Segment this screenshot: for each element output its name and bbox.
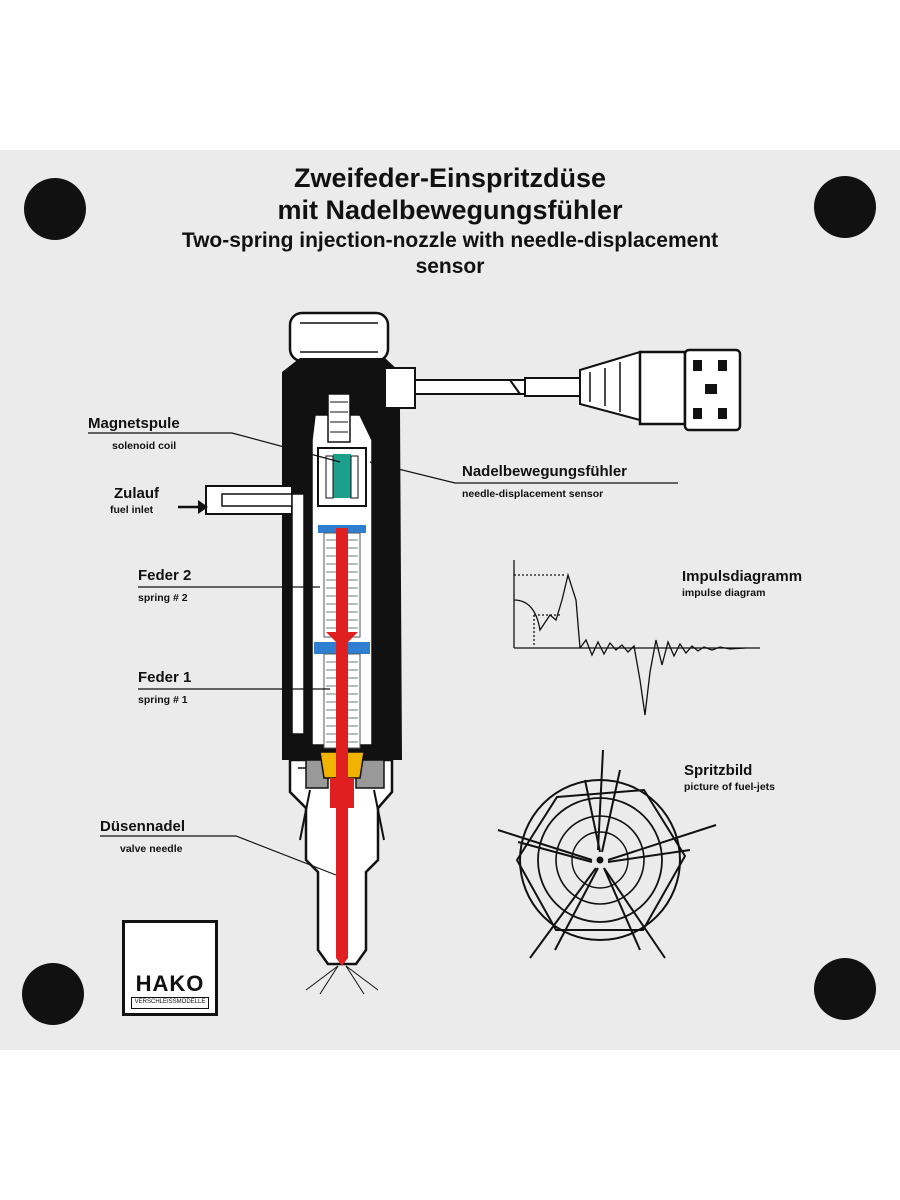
title-english-line-1: Two-spring injection-nozzle with needle-…: [181, 229, 719, 252]
label-fuel-jet-picture: Spritzbild picture of fuel-jets: [684, 762, 775, 794]
label-en: impulse diagram: [682, 587, 766, 599]
label-de: Feder 2: [138, 567, 192, 584]
label-de: Düsennadel: [100, 818, 186, 835]
connector-plug: [638, 348, 742, 432]
title-german-line-2: mit Nadelbewegungsfühler: [277, 195, 623, 225]
label-impulse-diagram: Impulsdiagramm impulse diagram: [682, 568, 802, 600]
display-board: [0, 150, 900, 1050]
nozzle-cap: [288, 311, 390, 363]
mounting-hole-bottom-right: [814, 958, 876, 1020]
mounting-hole-top-right: [814, 176, 876, 238]
label-en: solenoid coil: [112, 440, 177, 452]
label-de: Impulsdiagramm: [682, 568, 803, 585]
fuel-inlet-pipe: [178, 485, 305, 735]
label-needle-displacement-sensor: Nadelbewegungsfühler needle-displacement…: [462, 463, 627, 501]
needle-displacement-sensor: [333, 454, 351, 498]
leader-lines: [88, 432, 678, 876]
title-german-line-1: Zweifeder-Einspritzdüse: [293, 163, 607, 193]
logo-name: HAKO: [135, 971, 205, 996]
label-de: Feder 1: [138, 669, 192, 686]
label-de: Nadelbewegungsfühler: [462, 463, 628, 480]
label-spring-2: Feder 2 spring # 2: [138, 567, 191, 605]
mounting-hole-bottom-left: [22, 963, 84, 1025]
label-spring-1: Feder 1 spring # 1: [138, 669, 191, 707]
title-english-line-2: sensor: [415, 255, 485, 278]
label-en: needle-displacement sensor: [462, 488, 604, 500]
label-solenoid-coil: Magnetspule solenoid coil: [88, 415, 180, 453]
label-en: fuel inlet: [110, 504, 154, 516]
fuel-jet-pattern: [497, 749, 717, 959]
mounting-hole-top-left: [24, 178, 86, 240]
logo-subtitle: VERSCHLEISSMODELLE: [131, 997, 209, 1009]
impulse-diagram: [513, 560, 760, 716]
label-fuel-inlet: Zulauf fuel inlet: [110, 485, 159, 517]
label-de: Spritzbild: [684, 762, 753, 779]
hako-logo: HAKO VERSCHLEISSMODELLE: [122, 920, 218, 1016]
label-de: Magnetspule: [88, 415, 180, 432]
label-en: spring # 1: [138, 694, 188, 706]
sensor-cable: [394, 350, 641, 422]
spray-tip: [305, 965, 379, 995]
label-en: valve needle: [120, 843, 183, 855]
label-de: Zulauf: [114, 485, 159, 502]
label-en: picture of fuel-jets: [684, 781, 776, 793]
label-en: spring # 2: [138, 592, 188, 604]
valve-needle: [326, 528, 358, 966]
label-valve-needle: Düsennadel valve needle: [100, 818, 185, 856]
